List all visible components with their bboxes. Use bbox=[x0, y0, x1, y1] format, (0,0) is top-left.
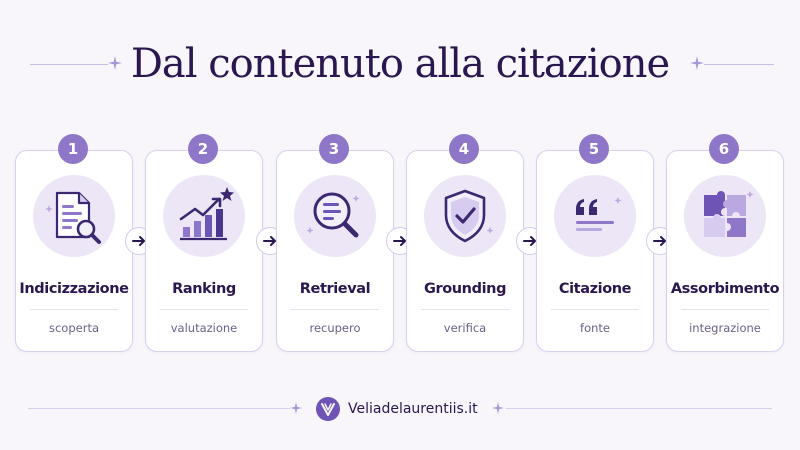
logo-icon bbox=[321, 403, 335, 416]
sparkle-icon bbox=[492, 402, 504, 414]
step-card-grounding: Grounding verifica bbox=[406, 150, 524, 352]
step-subtitle: verifica bbox=[443, 321, 487, 335]
arrow-right-icon bbox=[263, 236, 276, 246]
sparkle-icon bbox=[290, 402, 302, 414]
brand-logo bbox=[316, 397, 340, 421]
step-card-assorbimento: Assorbimento integrazione bbox=[666, 150, 784, 352]
step-subtitle: scoperta bbox=[48, 321, 99, 335]
footer-left-line bbox=[28, 408, 290, 409]
step-number-badge: 5 bbox=[579, 134, 609, 164]
page-title: Dal contenuto alla citazione bbox=[130, 41, 670, 87]
step-subtitle: integrazione bbox=[689, 321, 761, 335]
step-title: Assorbimento bbox=[670, 281, 780, 297]
step-title: Retrieval bbox=[299, 281, 371, 297]
shield-check-icon bbox=[444, 189, 494, 243]
card-divider bbox=[551, 309, 639, 310]
arrow-right-icon bbox=[132, 236, 145, 246]
icon-circle bbox=[33, 175, 115, 257]
step-number-badge: 1 bbox=[58, 134, 88, 164]
step-number-badge: 2 bbox=[188, 134, 218, 164]
icon-circle bbox=[554, 175, 636, 257]
card-divider bbox=[421, 309, 509, 310]
step-title: Grounding bbox=[423, 281, 507, 297]
step-subtitle: fonte bbox=[580, 321, 610, 335]
card-divider bbox=[291, 309, 379, 310]
step-card-retrieval: Retrieval recupero bbox=[276, 150, 394, 352]
step-title: Indicizzazione bbox=[19, 281, 129, 297]
step-subtitle: recupero bbox=[309, 321, 361, 335]
icon-circle bbox=[684, 175, 766, 257]
title-right-line bbox=[704, 64, 774, 65]
step-card-citazione: Citazione fonte bbox=[536, 150, 654, 352]
sparkle-icon bbox=[108, 56, 122, 70]
growth-chart-icon bbox=[179, 187, 234, 241]
puzzle-icon bbox=[704, 191, 754, 237]
arrow-right-icon bbox=[653, 236, 666, 246]
step-card-indicizzazione: Indicizzazione scoperta bbox=[15, 150, 133, 352]
title-row: Dal contenuto alla citazione bbox=[0, 34, 800, 94]
document-search-icon bbox=[45, 191, 101, 244]
step-card-ranking: Ranking valutazione bbox=[145, 150, 263, 352]
title-left-line bbox=[30, 64, 108, 65]
arrow-right-icon bbox=[523, 236, 536, 246]
arrow-right-icon bbox=[393, 236, 406, 246]
icon-circle bbox=[163, 175, 245, 257]
step-number-badge: 6 bbox=[709, 134, 739, 164]
footer: Veliadelaurentiis.it bbox=[0, 392, 800, 426]
site-name: Veliadelaurentiis.it bbox=[348, 401, 478, 417]
step-subtitle: valutazione bbox=[170, 321, 238, 335]
icon-circle bbox=[424, 175, 506, 257]
card-divider bbox=[30, 309, 118, 310]
card-divider bbox=[160, 309, 248, 310]
step-number-badge: 3 bbox=[319, 134, 349, 164]
icon-circle bbox=[294, 175, 376, 257]
card-divider bbox=[681, 309, 769, 310]
footer-right-line bbox=[506, 408, 772, 409]
magnifier-icon bbox=[306, 192, 360, 238]
quote-icon bbox=[576, 197, 622, 231]
step-title: Ranking bbox=[172, 281, 236, 297]
step-title: Citazione bbox=[558, 281, 632, 297]
step-number-badge: 4 bbox=[449, 134, 479, 164]
sparkle-icon bbox=[690, 56, 704, 70]
